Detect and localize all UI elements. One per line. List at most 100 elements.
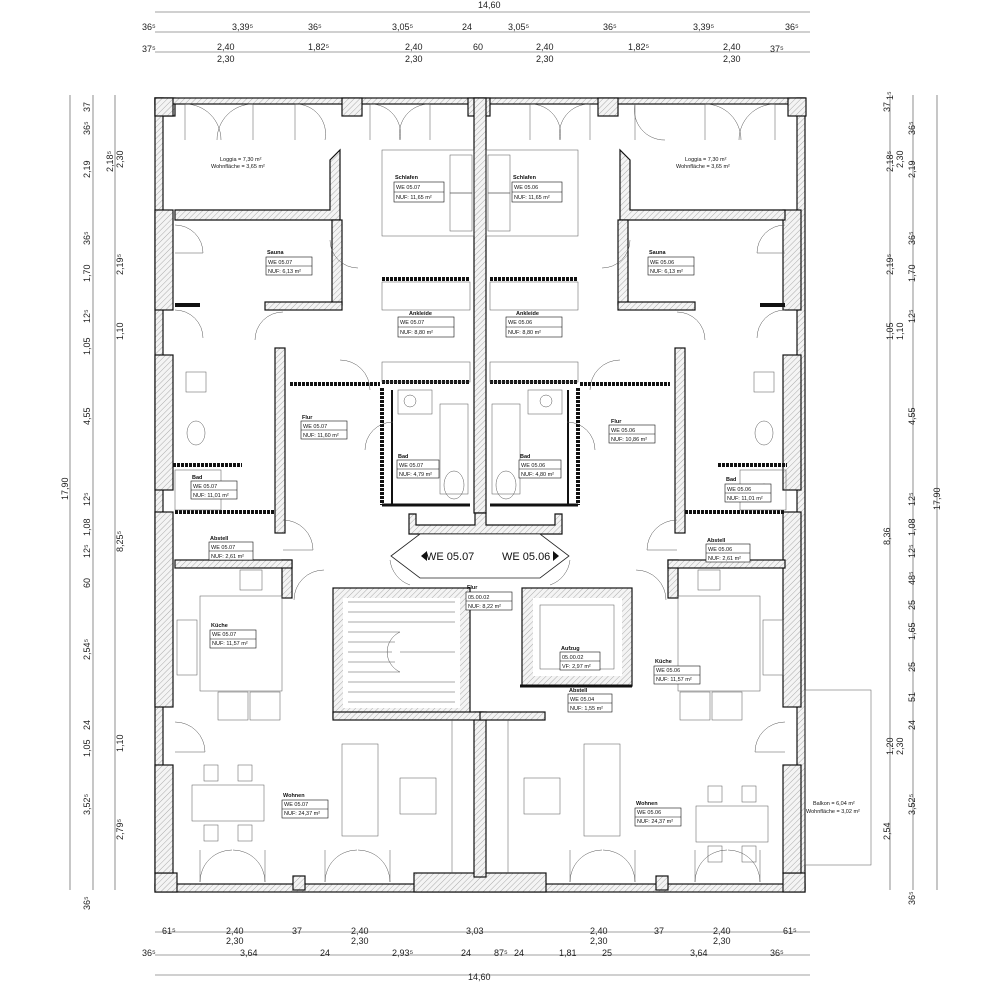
dim-right-inner-5: 2,30 bbox=[895, 737, 905, 755]
arrow-left-icon bbox=[421, 551, 427, 561]
dim-bot-1-1: 2,40 bbox=[226, 926, 244, 936]
balkon-living: Wohnfläche = 3,02 m² bbox=[806, 809, 860, 815]
bad-center-left-nuf: NUF: 4,79 m² bbox=[399, 472, 432, 478]
sauna-right-name: Sauna bbox=[649, 250, 666, 256]
aufzug-unit: 05.00.02 bbox=[562, 655, 583, 661]
wohnen-left-nuf: NUF: 24,37 m² bbox=[284, 811, 320, 817]
kueche-left-unit: WE 05.07 bbox=[212, 632, 236, 638]
flur-right-name: Flur bbox=[611, 419, 622, 425]
dim-bot-3-9: 3,64 bbox=[690, 948, 708, 958]
dim-right-0: 37 bbox=[882, 102, 892, 112]
dim-bot-1-8: 61⁵ bbox=[783, 926, 797, 936]
dim-right-6: 1,05 bbox=[885, 322, 895, 340]
dim-left-4: 1,70 bbox=[82, 264, 92, 282]
dim-bot-3-0: 36⁵ bbox=[142, 948, 156, 958]
ankleide-left-nuf: NUF: 8,80 m² bbox=[400, 330, 433, 336]
dim-top-1-1: 3,39⁵ bbox=[232, 22, 254, 32]
dim-left-2: 2,19 bbox=[82, 160, 92, 178]
bad-center-right-unit: WE 05.06 bbox=[521, 463, 545, 469]
dim-right-9: 1,08 bbox=[907, 518, 917, 536]
dim-top-3-3: 2,30 bbox=[723, 54, 741, 64]
dim-right-small: 1⁵ bbox=[885, 91, 895, 100]
dim-top-1-7: 3,39⁵ bbox=[693, 22, 715, 32]
dim-bot-1-3: 2,40 bbox=[351, 926, 369, 936]
ankleide-right-nuf: NUF: 8,80 m² bbox=[508, 330, 541, 336]
aufzug-vf: VF: 2,97 m² bbox=[562, 664, 591, 670]
dim-bot-3-5: 87⁵ bbox=[494, 948, 508, 958]
dim-left-7: 4,55 bbox=[82, 407, 92, 425]
dim-top-2-5: 2,40 bbox=[536, 42, 554, 52]
dim-left-14: 1,05 bbox=[82, 739, 92, 757]
top-dimensions: 14,60 36⁵ 3,39⁵ 36⁵ 3,05⁵ 24 3,05⁵ 36⁵ 3… bbox=[142, 0, 810, 64]
dim-bot-2-0: 2,30 bbox=[226, 936, 244, 946]
dim-bot-2-2: 2,30 bbox=[590, 936, 608, 946]
dim-left-11: 60 bbox=[82, 578, 92, 588]
dim-top-2-3: 2,40 bbox=[405, 42, 423, 52]
dim-overall-width-top: 14,60 bbox=[478, 0, 501, 10]
dim-bot-3-1: 3,64 bbox=[240, 948, 258, 958]
flur-common-nuf: NUF: 8,22 m² bbox=[468, 604, 501, 610]
dim-bot-3-6: 24 bbox=[514, 948, 524, 958]
dim-left-16: 36⁵ bbox=[82, 896, 92, 910]
bad-left-nuf: NUF: 11,01 m² bbox=[193, 493, 229, 499]
dim-bot-1-0: 61⁵ bbox=[162, 926, 176, 936]
sauna-right-nuf: NUF: 6,13 m² bbox=[650, 269, 683, 275]
dim-left-0: 37 bbox=[82, 102, 92, 112]
dim-left-inner-5: 1,10 bbox=[115, 734, 125, 752]
dim-left-5: 12⁵ bbox=[82, 309, 92, 323]
dim-right-17: 1,20 bbox=[885, 737, 895, 755]
abstell-common-unit: WE 05.04 bbox=[570, 697, 594, 703]
dim-top-1-2: 36⁵ bbox=[308, 22, 322, 32]
dim-left-8: 12⁵ bbox=[82, 492, 92, 506]
dim-top-2-8: 37⁵ bbox=[770, 44, 784, 54]
bad-right-unit: WE 05.06 bbox=[727, 487, 751, 493]
dim-right-total: 17,90 bbox=[932, 487, 942, 510]
dim-right-4: 1,70 bbox=[907, 264, 917, 282]
walls bbox=[154, 97, 807, 893]
dim-top-1-3: 3,05⁵ bbox=[392, 22, 414, 32]
dim-top-1-4: 24 bbox=[462, 22, 472, 32]
abstell-right-nuf: NUF: 2,61 m² bbox=[708, 556, 741, 562]
loggia-left-area: Loggia = 7,30 m² bbox=[220, 157, 262, 163]
dim-top-2-0: 37⁵ bbox=[142, 44, 156, 54]
dim-right-18: 3,52⁵ bbox=[907, 793, 917, 815]
dim-top-2-7: 2,40 bbox=[723, 42, 741, 52]
dim-left-inner-4: 8,25⁵ bbox=[115, 530, 125, 552]
dim-left-13: 24 bbox=[82, 720, 92, 730]
ankleide-left-name: Ankleide bbox=[409, 311, 432, 317]
dim-right-3: 36⁵ bbox=[907, 231, 917, 245]
abstell-right-name: Abstell bbox=[707, 538, 726, 544]
kueche-right-unit: WE 05.06 bbox=[656, 668, 680, 674]
door-swings bbox=[174, 103, 786, 883]
entrance-hall: WE 05.07 WE 05.06 bbox=[390, 533, 570, 579]
flur-left-unit: WE 05.07 bbox=[303, 424, 327, 430]
sauna-left-nuf: NUF: 6,13 m² bbox=[268, 269, 301, 275]
dim-top-2-6: 1,82⁵ bbox=[628, 42, 650, 52]
ankleide-right-unit: WE 05.06 bbox=[508, 320, 532, 326]
flur-common-unit: 05.00.02 bbox=[468, 595, 489, 601]
abstell-left-nuf: NUF: 2,61 m² bbox=[211, 554, 244, 560]
room-labels: Loggia = 7,30 m² Wohnfläche = 3,65 m² Lo… bbox=[190, 157, 860, 827]
dim-left-inner-6: 2,79⁵ bbox=[115, 818, 125, 840]
schlafen-right-nuf: NUF: 11,65 m² bbox=[514, 195, 550, 201]
dim-top-3-2: 2,30 bbox=[536, 54, 554, 64]
dim-top-1-5: 3,05⁵ bbox=[508, 22, 530, 32]
dim-right-7: 4,55 bbox=[907, 407, 917, 425]
dim-bot-2-1: 2,30 bbox=[351, 936, 369, 946]
flur-left-nuf: NUF: 11,60 m² bbox=[303, 433, 339, 439]
dim-top-1-8: 36⁵ bbox=[785, 22, 799, 32]
flur-right-unit: WE 05.06 bbox=[611, 428, 635, 434]
dim-bot-3-2: 24 bbox=[320, 948, 330, 958]
dim-top-1-6: 36⁵ bbox=[603, 22, 617, 32]
arrow-right-icon bbox=[553, 551, 559, 561]
kueche-right-nuf: NUF: 11,57 m² bbox=[656, 677, 692, 683]
dim-bot-3-10: 36⁵ bbox=[770, 948, 784, 958]
bad-center-left-unit: WE 05.07 bbox=[399, 463, 423, 469]
dim-overall-width-bottom: 14,60 bbox=[468, 972, 491, 982]
kueche-right-name: Küche bbox=[655, 659, 672, 665]
sauna-right-unit: WE 05.06 bbox=[650, 260, 674, 266]
dim-bot-1-2: 37 bbox=[292, 926, 302, 936]
schlafen-right-name: Schlafen bbox=[513, 175, 537, 181]
dim-right-inner-2: 2,19⁵ bbox=[885, 253, 895, 275]
kueche-left-name: Küche bbox=[211, 623, 228, 629]
